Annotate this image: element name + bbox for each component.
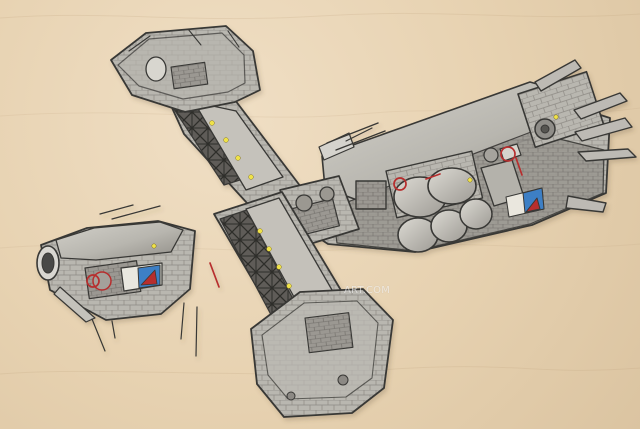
upper-panel [193,101,284,191]
tank-section [355,143,525,253]
insignia-panels [505,187,545,218]
ship-drawing [36,25,637,418]
nose-section [36,204,196,323]
watermark-text: ART.COM [344,285,391,296]
accent-lights [151,114,559,249]
red-markings [86,146,523,288]
upper-light-row [209,120,254,180]
struts [91,127,373,357]
rear-engine-cluster [517,59,637,213]
